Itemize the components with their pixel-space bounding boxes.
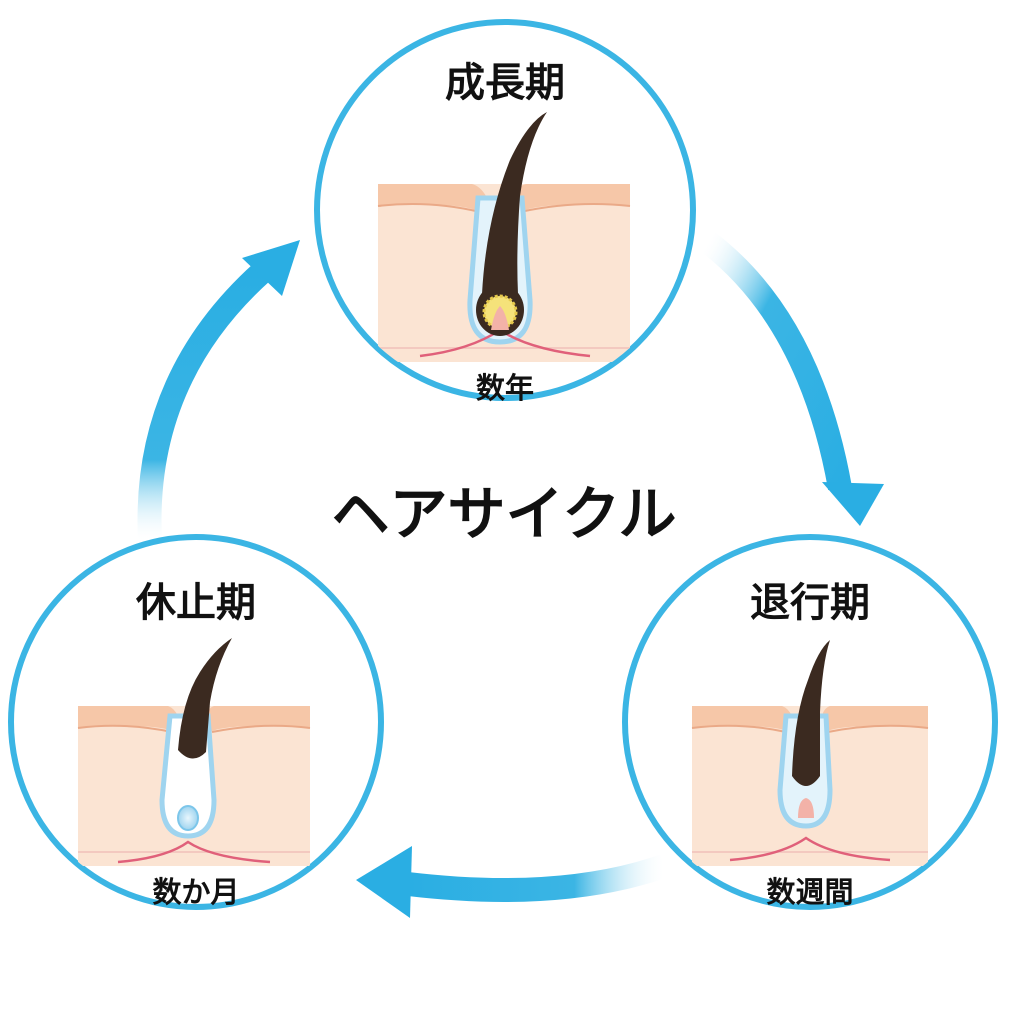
- skin-cross-section: [691, 640, 929, 866]
- blood-vessel: [117, 840, 271, 864]
- phase-name: 成長期: [445, 60, 565, 106]
- phase-anagen: 成長期 数年: [314, 19, 696, 405]
- dermal-papilla: [798, 798, 814, 818]
- phase-name: 休止期: [135, 580, 256, 626]
- blood-vessel: [729, 836, 891, 862]
- dermal-papilla: [491, 306, 509, 330]
- hair-shaft: [178, 638, 232, 759]
- hair-shaft: [482, 112, 547, 294]
- diagram-title: ヘアサイクル: [331, 480, 676, 548]
- phase-catagen: 退行期 数週間: [622, 534, 998, 910]
- phase-name: 退行期: [750, 580, 870, 626]
- skin-cross-section: [377, 112, 631, 362]
- cycle-arrow-bottom: [356, 846, 668, 918]
- skin-cross-section: [77, 638, 311, 866]
- cycle-arrow-top-right: [700, 232, 884, 526]
- phase-telogen: 休止期 数か月: [8, 534, 384, 910]
- phase-duration: 数年: [476, 371, 534, 405]
- phase-duration: 数か月: [152, 875, 239, 909]
- arrowhead-left-icon: [356, 846, 412, 918]
- cycle-arrow-left: [137, 240, 300, 541]
- club-hair-bulb: [177, 805, 199, 831]
- arrowhead-down-icon: [822, 482, 884, 526]
- phase-duration: 数週間: [766, 875, 853, 909]
- arrowhead-up-icon: [242, 240, 300, 296]
- hair-shaft: [792, 640, 830, 786]
